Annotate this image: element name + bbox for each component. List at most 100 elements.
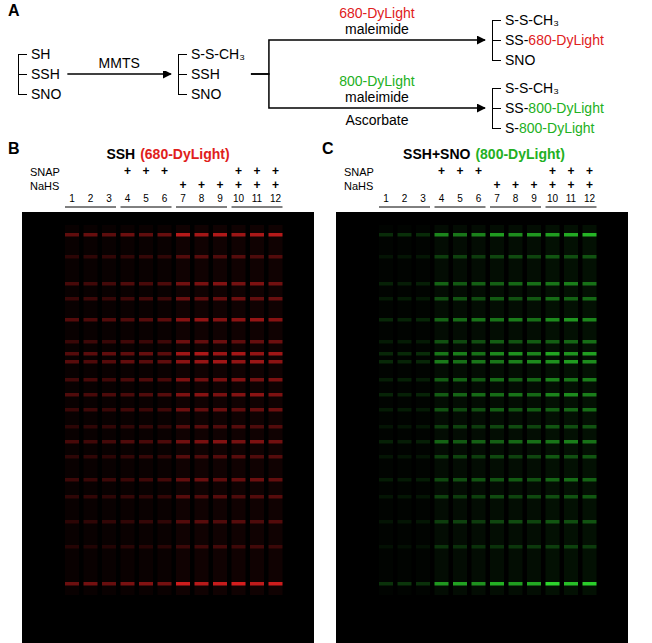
protein-band bbox=[379, 440, 393, 444]
lane-number: 6 bbox=[476, 193, 482, 205]
protein-band bbox=[65, 297, 79, 301]
group-row: SSH bbox=[18, 64, 61, 84]
lane-smear bbox=[453, 225, 467, 595]
protein-band bbox=[509, 378, 523, 382]
plus-sign: + bbox=[235, 179, 242, 193]
protein-band bbox=[546, 297, 560, 301]
protein-band bbox=[232, 318, 246, 322]
protein-band bbox=[102, 478, 116, 482]
protein-band bbox=[379, 318, 393, 322]
protein-band bbox=[527, 393, 541, 397]
protein-band bbox=[398, 352, 412, 356]
protein-band bbox=[139, 408, 153, 412]
protein-band bbox=[65, 425, 79, 429]
protein-band bbox=[84, 425, 98, 429]
chemical-group: SHSSHSNO bbox=[18, 44, 61, 104]
protein-band bbox=[269, 408, 283, 412]
lane-number: 3 bbox=[420, 193, 426, 205]
protein-band bbox=[102, 520, 116, 524]
protein-band bbox=[195, 360, 209, 364]
protein-band bbox=[195, 520, 209, 524]
protein-band bbox=[527, 233, 541, 237]
protein-band bbox=[176, 255, 190, 259]
protein-band bbox=[139, 352, 153, 356]
reaction-arrow bbox=[251, 74, 485, 108]
protein-band bbox=[583, 425, 597, 429]
plus-sign: + bbox=[161, 165, 168, 179]
protein-band bbox=[84, 440, 98, 444]
protein-band bbox=[379, 545, 393, 549]
lane-smear bbox=[435, 225, 449, 595]
protein-band bbox=[453, 318, 467, 322]
protein-band bbox=[84, 340, 98, 344]
protein-band bbox=[453, 455, 467, 459]
protein-band bbox=[398, 297, 412, 301]
protein-band bbox=[379, 478, 393, 482]
protein-band bbox=[158, 352, 172, 356]
lane-smear bbox=[102, 225, 116, 595]
lane-smear bbox=[472, 225, 486, 595]
protein-band bbox=[564, 297, 578, 301]
protein-band bbox=[527, 318, 541, 322]
protein-band bbox=[139, 545, 153, 549]
lane-number: 5 bbox=[143, 193, 149, 205]
protein-band bbox=[472, 455, 486, 459]
protein-band bbox=[564, 520, 578, 524]
protein-band bbox=[398, 545, 412, 549]
protein-band bbox=[176, 360, 190, 364]
protein-band bbox=[158, 545, 172, 549]
protein-band bbox=[453, 495, 467, 499]
protein-band bbox=[232, 455, 246, 459]
protein-band bbox=[213, 352, 227, 356]
protein-band bbox=[250, 440, 264, 444]
group-row: S-S-CH₃ bbox=[492, 78, 604, 98]
protein-band bbox=[102, 360, 116, 364]
group-row: S-S-CH₃ bbox=[492, 10, 604, 30]
protein-band bbox=[564, 478, 578, 482]
protein-band bbox=[435, 440, 449, 444]
protein-band bbox=[269, 340, 283, 344]
protein-band bbox=[546, 255, 560, 259]
group-text: 680-DyLight bbox=[528, 32, 604, 48]
protein-band bbox=[158, 393, 172, 397]
protein-band bbox=[435, 495, 449, 499]
group-text: SS- bbox=[505, 100, 528, 116]
plus-sign: + bbox=[253, 165, 260, 179]
protein-band bbox=[472, 378, 486, 382]
protein-band bbox=[102, 233, 116, 237]
plus-sign: + bbox=[124, 165, 131, 179]
protein-band bbox=[416, 282, 430, 286]
plus-sign: + bbox=[253, 179, 260, 193]
protein-band bbox=[435, 545, 449, 549]
lane-group-underline bbox=[121, 207, 172, 208]
protein-band bbox=[102, 440, 116, 444]
protein-band bbox=[490, 255, 504, 259]
protein-band bbox=[195, 440, 209, 444]
protein-band bbox=[65, 393, 79, 397]
protein-band bbox=[269, 495, 283, 499]
protein-band bbox=[546, 318, 560, 322]
protein-band bbox=[435, 318, 449, 322]
protein-band bbox=[139, 318, 153, 322]
group-row: SS-800-DyLight bbox=[492, 98, 604, 118]
protein-band bbox=[139, 520, 153, 524]
protein-band bbox=[84, 352, 98, 356]
protein-band bbox=[250, 582, 264, 586]
protein-band bbox=[232, 495, 246, 499]
group-text: S-S-CH₃ bbox=[191, 46, 245, 62]
lane-number: 10 bbox=[547, 193, 558, 205]
protein-band bbox=[398, 440, 412, 444]
protein-band bbox=[416, 318, 430, 322]
title-text: SSH+SNO bbox=[403, 146, 470, 162]
protein-band bbox=[176, 545, 190, 549]
protein-band bbox=[472, 282, 486, 286]
protein-band bbox=[250, 408, 264, 412]
protein-band bbox=[232, 282, 246, 286]
group-bracket bbox=[492, 20, 493, 60]
protein-band bbox=[84, 297, 98, 301]
lane-number: 9 bbox=[217, 193, 223, 205]
lane-smear bbox=[583, 225, 597, 595]
gel-title: SSH(680-DyLight) bbox=[106, 146, 229, 162]
protein-band bbox=[564, 360, 578, 364]
protein-band bbox=[84, 408, 98, 412]
